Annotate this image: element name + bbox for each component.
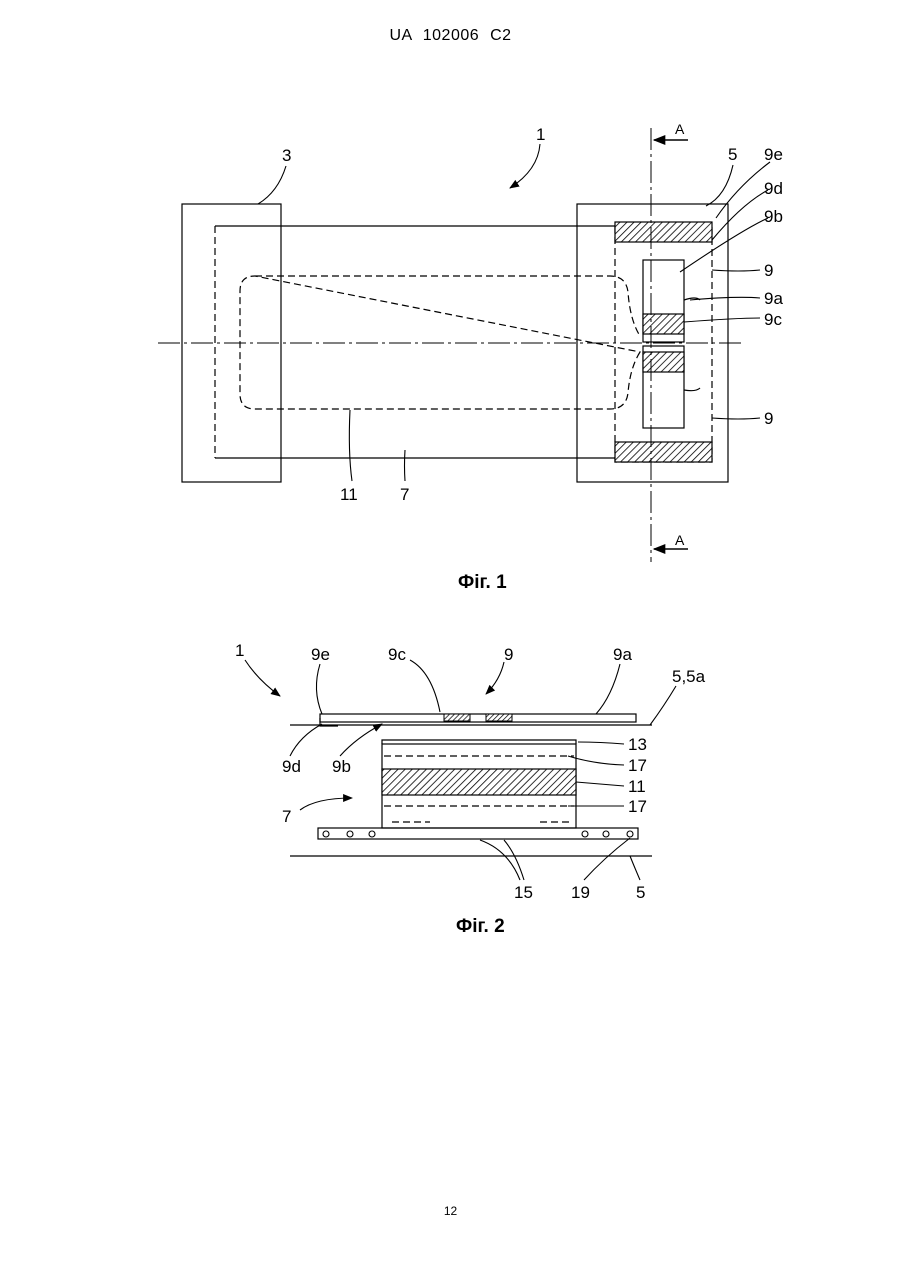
- leader-11: [349, 410, 352, 481]
- leader-f2-9b: [340, 724, 382, 756]
- fig1-label-9-bottom: 9: [764, 409, 773, 428]
- fig1-label-9d: 9d: [764, 179, 783, 198]
- pad-9c-upper: [643, 314, 684, 334]
- leader-7: [405, 450, 406, 481]
- leader-9-bottom: [712, 418, 760, 419]
- fig1-label-9a: 9a: [764, 289, 783, 308]
- fig1-label-11: 11: [340, 485, 358, 504]
- fig2-label-15: 15: [514, 883, 533, 902]
- fig2-label-9a: 9a: [613, 645, 632, 664]
- leader-f2-9c: [410, 660, 440, 712]
- leader-9-top: [712, 270, 760, 271]
- holder-9e-strip-bottom: [615, 442, 712, 462]
- fig2-label-9d: 9d: [282, 757, 301, 776]
- fig2-label-13: 13: [628, 735, 647, 754]
- leader-1: [510, 144, 540, 188]
- fig1-label-9-top: 9: [764, 261, 773, 280]
- fig1-label-1: 1: [536, 125, 545, 144]
- leader-f2-1: [245, 660, 280, 696]
- fig1-label-7: 7: [400, 485, 409, 504]
- leader-f2-15a: [480, 840, 520, 880]
- leader-f2-13: [578, 742, 624, 744]
- page-number: 12: [0, 1204, 901, 1218]
- fig1-label-5: 5: [728, 145, 737, 164]
- leader-f2-15b: [504, 840, 524, 880]
- bolts-19: [323, 831, 633, 837]
- holder-plate-9: [320, 714, 636, 722]
- leader-9c: [684, 318, 760, 322]
- fig1-section-label-bottom: A: [675, 532, 685, 548]
- holder-curve: [684, 298, 700, 391]
- leader-9a: [690, 297, 760, 300]
- pad-9c-lower: [643, 352, 684, 372]
- fig1-label-9e: 9e: [764, 145, 783, 164]
- leader-5: [706, 165, 733, 206]
- layer-11-hatched: [382, 769, 576, 795]
- fig2-label-17-top: 17: [628, 756, 647, 775]
- fig2-label-5: 5: [636, 883, 645, 902]
- fig1-label-9b: 9b: [764, 207, 783, 226]
- fig2-label-9b: 9b: [332, 757, 351, 776]
- fig2-caption: Фіг. 2: [456, 916, 505, 937]
- leader-f2-9e: [316, 664, 322, 714]
- figure-1: 1 3 5 9e 9d 9b 9 9a 9c 9 11 7 A A Фіг. 1: [158, 121, 783, 593]
- fig2-label-7: 7: [282, 807, 291, 826]
- fig1-section-label-top: A: [675, 121, 685, 137]
- fig2-label-17-bottom: 17: [628, 797, 647, 816]
- leader-f2-55a: [650, 686, 676, 725]
- fig2-label-55a: 5,5a: [672, 667, 706, 686]
- leader-f2-7: [300, 798, 352, 810]
- pad-9c-left: [444, 714, 470, 721]
- fig1-label-3: 3: [282, 146, 291, 165]
- leader-f2-11: [576, 782, 624, 786]
- leader-3: [258, 166, 286, 204]
- figure-2: 1 9e 9c 9 9a 5,5a 9d 9b 13 17 11 7 17 15…: [235, 641, 706, 937]
- fig1-label-9c: 9c: [764, 310, 782, 329]
- fig2-label-19: 19: [571, 883, 590, 902]
- leader-9e: [716, 162, 770, 218]
- leader-f2-9d: [290, 724, 322, 756]
- leader-f2-19: [584, 838, 630, 880]
- holder-9-outline: [615, 226, 712, 462]
- fig2-label-9c: 9c: [388, 645, 406, 664]
- fig1-caption: Фіг. 1: [458, 572, 507, 593]
- fig2-label-1: 1: [235, 641, 244, 660]
- base-plate-15: [318, 828, 638, 839]
- leader-f2-5: [630, 856, 640, 880]
- frame-7-outline: [215, 226, 615, 458]
- leader-f2-9a: [596, 664, 620, 714]
- holder-9e-strip-top: [615, 222, 712, 242]
- leader-f2-9: [486, 662, 504, 694]
- leader-9d: [712, 190, 768, 240]
- pad-9c-right: [486, 714, 512, 721]
- fig2-label-9e: 9e: [311, 645, 330, 664]
- fig2-label-9: 9: [504, 645, 513, 664]
- fig2-label-11: 11: [628, 777, 646, 796]
